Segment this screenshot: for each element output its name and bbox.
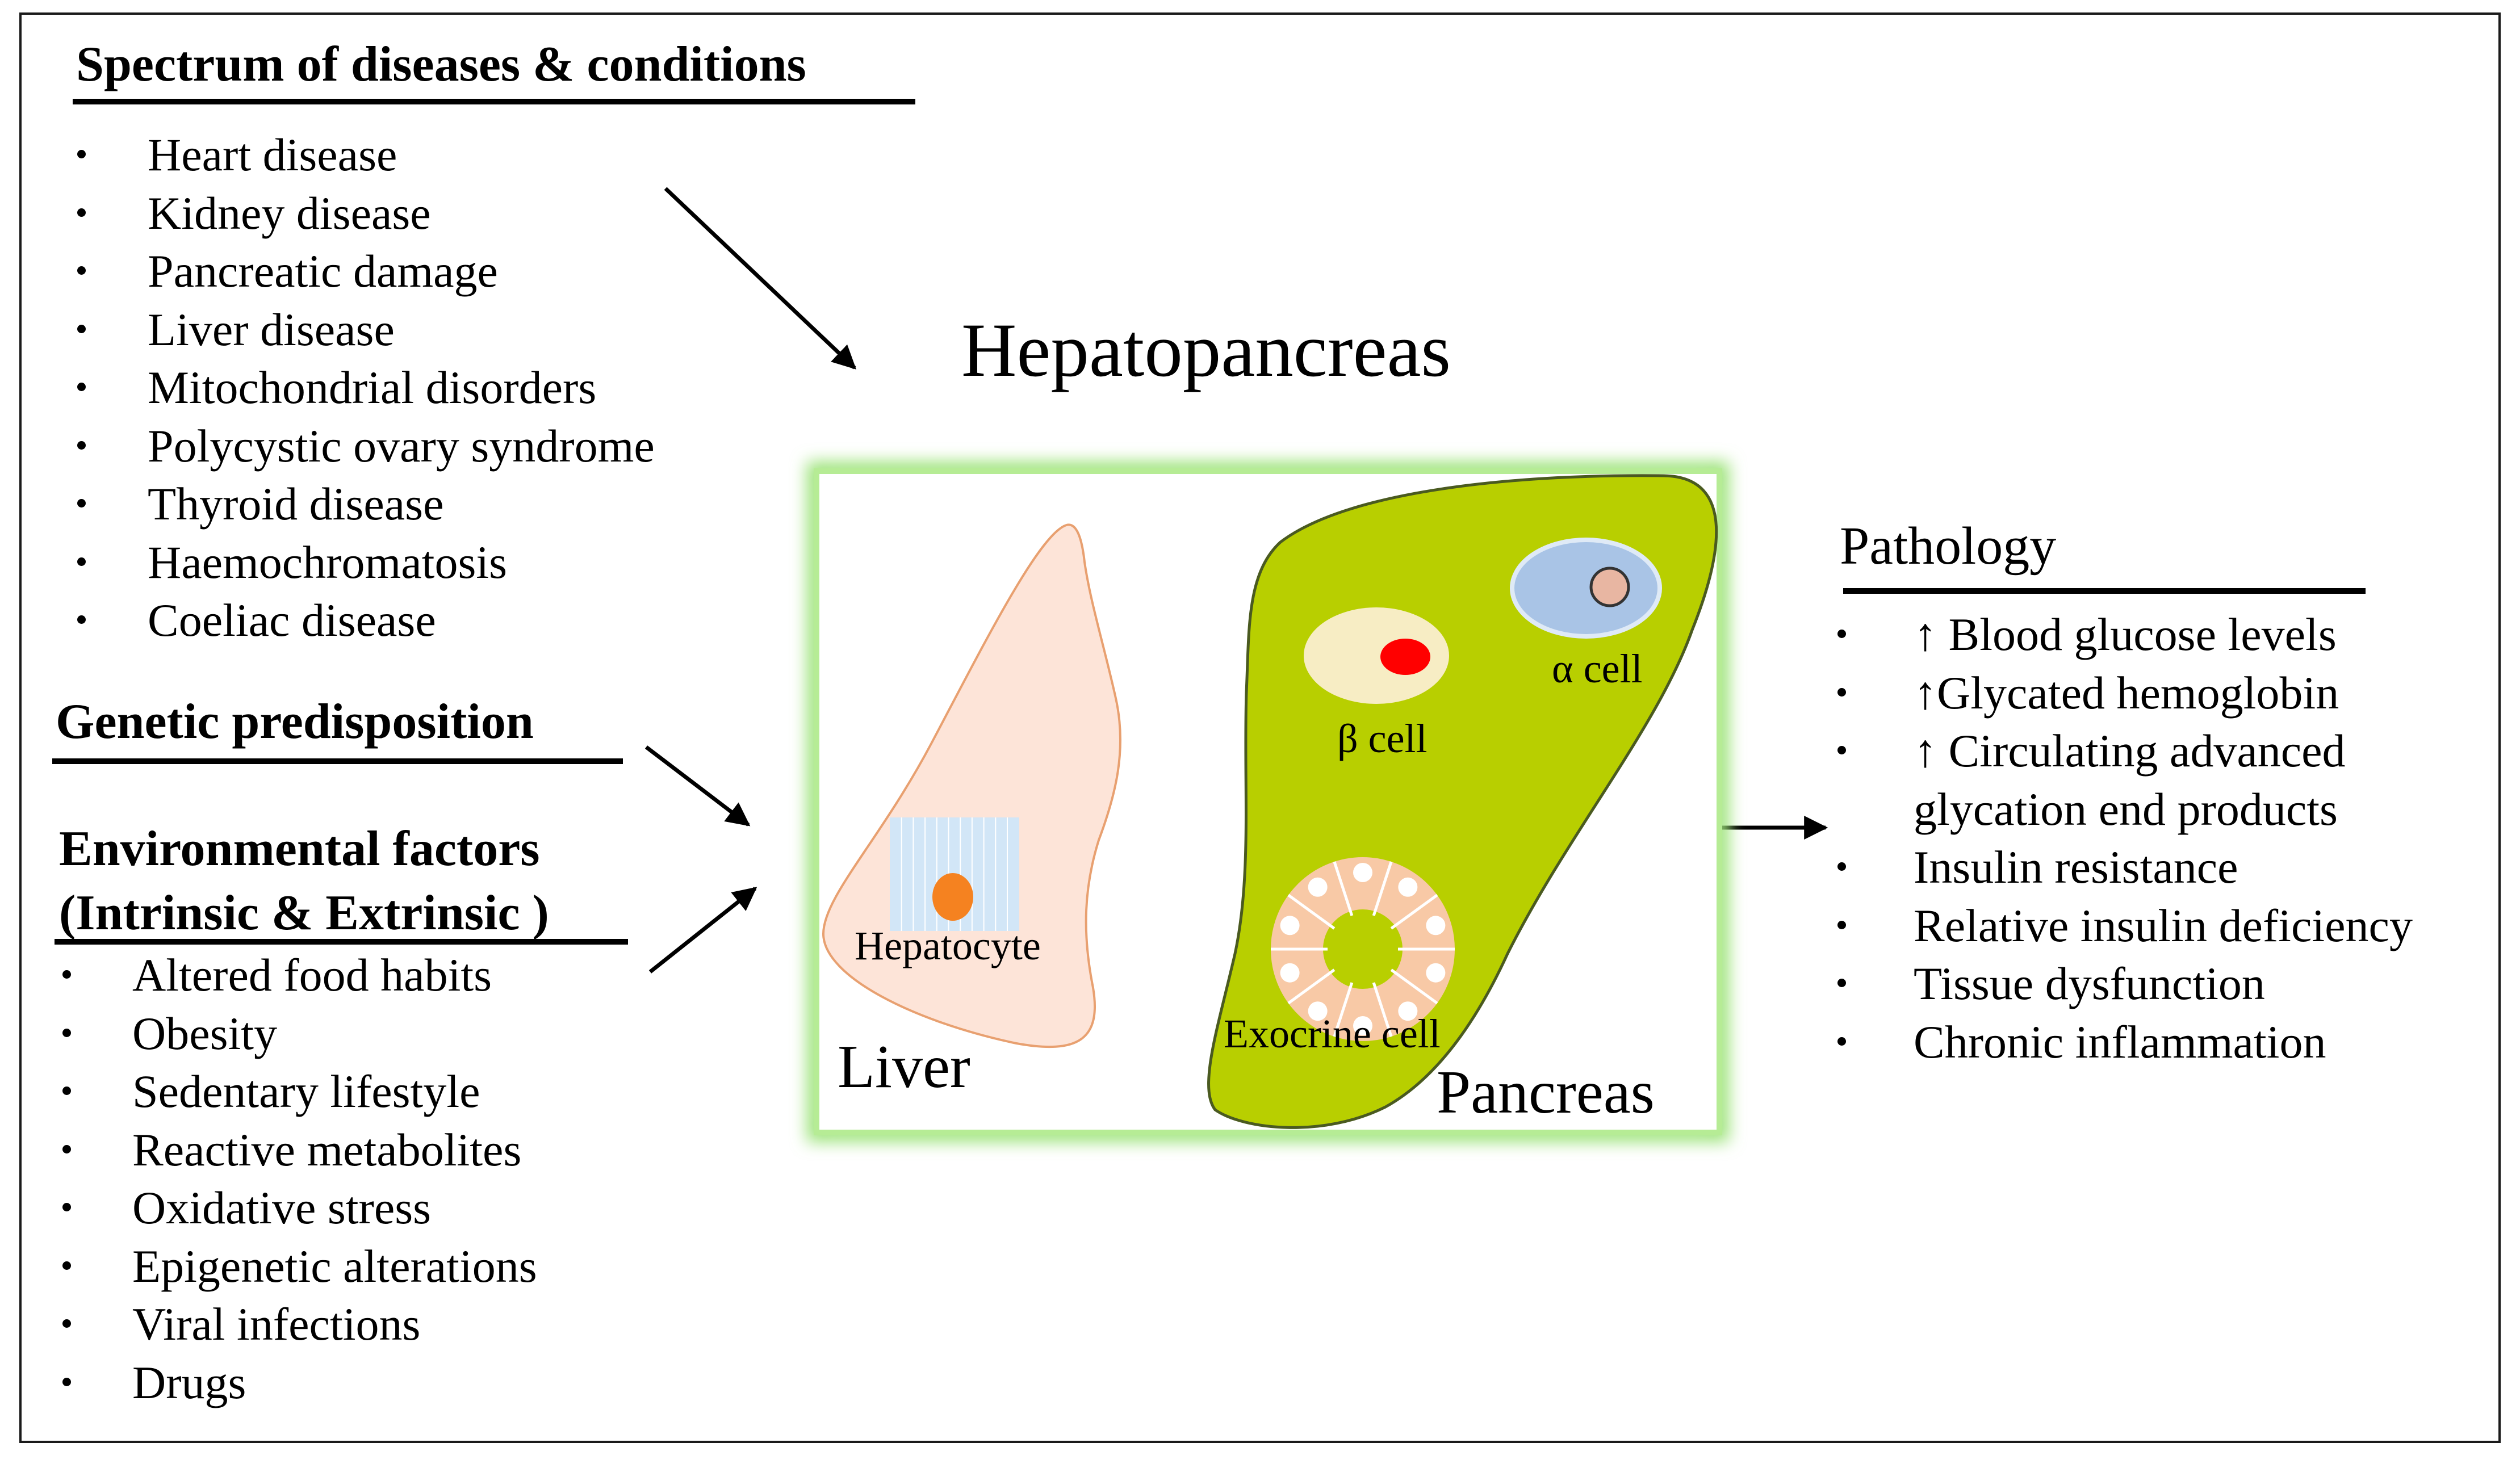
diseases-heading: Spectrum of diseases & conditions <box>76 37 806 92</box>
exocrine-nuclei <box>1280 863 1446 1035</box>
bullet-dot <box>1837 746 1846 754</box>
exocrine-cell-border <box>1287 968 1336 1005</box>
diseases-heading-underline <box>73 99 915 104</box>
disease-item-text: Heart disease <box>148 129 397 181</box>
environment-item-text: Altered food habits <box>132 949 492 1001</box>
bullet-dot <box>62 1028 71 1037</box>
environment-heading-line2: (Intrinsic & Extrinsic ) <box>59 886 549 941</box>
exocrine-nucleus <box>1353 863 1372 882</box>
hepatopancreas-title: Hepatopancreas <box>961 308 1451 393</box>
bullet-dot <box>62 1319 71 1328</box>
genetic-heading: Genetic predisposition <box>56 694 534 749</box>
pathology-item-text: glycation end products <box>1914 783 2338 835</box>
exocrine-acinus <box>1271 857 1455 1041</box>
exocrine-cell-border <box>1287 893 1336 930</box>
disease-item-text: Pancreatic damage <box>148 245 498 297</box>
exocrine-nucleus <box>1308 1001 1328 1021</box>
genetic-arrow <box>644 745 751 827</box>
bullet-dot <box>62 970 71 979</box>
bullet-dot <box>77 499 86 507</box>
bullet-dot <box>62 1261 71 1270</box>
bullet-dot <box>1837 920 1846 929</box>
environment-heading-underline <box>55 939 628 945</box>
bullet-dot <box>62 1087 71 1095</box>
beta-cell <box>1304 607 1449 704</box>
alpha-cell <box>1510 538 1662 639</box>
exocrine-label: Exocrine cell <box>1224 1011 1441 1056</box>
disease-item-text: Thyroid disease <box>148 478 444 530</box>
bullet-dot <box>62 1377 71 1386</box>
pathology-item-text: ↑Glycated hemoglobin <box>1914 666 2339 719</box>
hepatocyte-nucleus <box>932 873 973 921</box>
beta-cell-nucleus <box>1380 639 1430 675</box>
pathology-heading-underline <box>1843 588 2366 594</box>
beta-cell-label: β cell <box>1337 716 1428 761</box>
exocrine-nucleus <box>1426 963 1446 983</box>
bullet-dot <box>62 1144 71 1153</box>
environment-item-text: Drugs <box>132 1356 246 1408</box>
alpha-cell-label: α cell <box>1552 646 1643 691</box>
bullet-dot <box>62 1203 71 1211</box>
hepatocyte-label: Hepatocyte <box>855 923 1041 968</box>
pathology-item-text: ↑ Blood glucose levels <box>1914 609 2337 660</box>
figure-frame <box>19 12 2501 1443</box>
exocrine-cell-border <box>1390 968 1438 1005</box>
bullet-dot <box>77 266 86 275</box>
disease-item-text: Coeliac disease <box>148 594 436 646</box>
pancreas-label: Pancreas <box>1437 1059 1655 1126</box>
environment-item-text: Viral infections <box>132 1298 421 1350</box>
pathology-item-text: Relative insulin deficiency <box>1914 899 2413 951</box>
bullet-dot <box>77 615 86 624</box>
environment-item-text: Epigenetic alterations <box>132 1240 537 1292</box>
exocrine-cell-border <box>1333 982 1354 1037</box>
genetic-heading-underline <box>52 758 623 764</box>
exocrine-nucleus <box>1353 1016 1372 1035</box>
liver-label: Liver <box>838 1033 970 1101</box>
disease-item-text: Haemochromatosis <box>148 536 508 588</box>
exocrine-lumen <box>1328 914 1398 984</box>
bullet-dot <box>77 557 86 566</box>
bullet-dot <box>77 324 86 333</box>
bullet-dot <box>77 383 86 391</box>
exocrine-nucleus <box>1398 1001 1418 1021</box>
environment-item-text: Sedentary lifestyle <box>132 1066 480 1117</box>
exocrine-cell-borders <box>1271 861 1455 1037</box>
diseases-arrow <box>664 187 857 370</box>
pathology-item-text: ↑ Circulating advanced <box>1914 725 2346 777</box>
environment-item-text: Oxidative stress <box>132 1182 432 1234</box>
exocrine-cell-border <box>1390 893 1438 930</box>
bullet-dot <box>77 150 86 158</box>
environment-item-text: Obesity <box>132 1007 278 1059</box>
bullet-dot <box>77 208 86 217</box>
environment-arrow <box>648 887 757 974</box>
pathology-heading: Pathology <box>1840 517 2057 576</box>
pathology-item-text: Insulin resistance <box>1914 841 2238 893</box>
exocrine-nucleus <box>1426 916 1446 936</box>
bullet-dot <box>1837 687 1846 697</box>
pathology-item-text: Tissue dysfunction <box>1914 958 2265 1009</box>
exocrine-cell-border <box>1333 861 1354 916</box>
exocrine-cell-border <box>1372 861 1393 916</box>
bullet-dot <box>1837 630 1846 638</box>
bullet-dot <box>1837 1037 1846 1046</box>
exocrine-nucleus <box>1398 877 1418 897</box>
exocrine-nucleus <box>1280 963 1300 983</box>
disease-item-text: Mitochondrial disorders <box>148 362 597 413</box>
bullet-dot <box>1837 979 1846 987</box>
bullet-dot <box>77 441 86 450</box>
exocrine-nucleus <box>1280 916 1300 936</box>
environment-item-text: Reactive metabolites <box>132 1123 522 1176</box>
exocrine-cell-border <box>1372 982 1393 1037</box>
environment-heading-line1: Environmental factors <box>59 821 540 876</box>
exocrine-nucleus <box>1308 877 1328 897</box>
pathology-item-text: Chronic inflammation <box>1914 1016 2326 1068</box>
alpha-cell-nucleus <box>1589 567 1630 607</box>
disease-item-text: Kidney disease <box>148 187 431 239</box>
disease-item-text: Polycystic ovary syndrome <box>148 420 655 472</box>
bullet-dot <box>1837 862 1846 871</box>
disease-item-text: Liver disease <box>148 303 395 355</box>
